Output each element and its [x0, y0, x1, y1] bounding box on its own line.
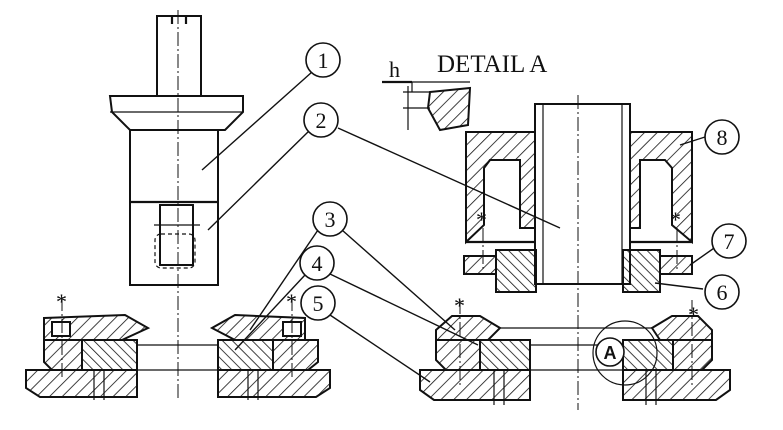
callout-label-7: 7	[724, 229, 735, 254]
leader-lines	[201, 71, 718, 383]
detail-marker-label: A	[604, 343, 617, 363]
left-die-assembly: * *	[25, 289, 331, 400]
detail-a-circle	[592, 320, 658, 386]
screw-mark-die-left: *	[454, 293, 465, 318]
callout-label-6: 6	[717, 280, 728, 305]
detail-a-marker	[595, 337, 625, 367]
right-punch-holder: * *	[463, 103, 693, 293]
right-die-assembly: * *	[419, 293, 731, 405]
screw-mark-holder-left: *	[476, 207, 487, 232]
callout-2: 2	[303, 102, 339, 138]
callout-8: 8	[704, 119, 740, 155]
callout-4: 4	[299, 245, 335, 281]
callout-label-2: 2	[316, 108, 327, 133]
callout-1: 1	[305, 42, 341, 78]
screw-mark-right: *	[286, 289, 297, 314]
callout-6: 6	[704, 274, 740, 310]
screw-mark-die-right: *	[688, 302, 699, 327]
callout-label-3: 3	[325, 207, 336, 232]
callout-5: 5	[300, 285, 336, 321]
callout-label-4: 4	[312, 251, 323, 276]
detail-dimension-h: h	[389, 57, 400, 82]
callout-3: 3	[312, 201, 348, 237]
punch-assembly	[108, 15, 244, 286]
screw-mark-left: *	[56, 289, 67, 314]
callout-7: 7	[711, 223, 747, 259]
screw-mark-holder-right: *	[670, 207, 681, 232]
detail-a	[382, 80, 472, 132]
callout-label-1: 1	[318, 48, 329, 73]
callout-label-5: 5	[313, 291, 324, 316]
callout-label-8: 8	[717, 125, 728, 150]
detail-title: DETAIL A	[437, 51, 547, 78]
